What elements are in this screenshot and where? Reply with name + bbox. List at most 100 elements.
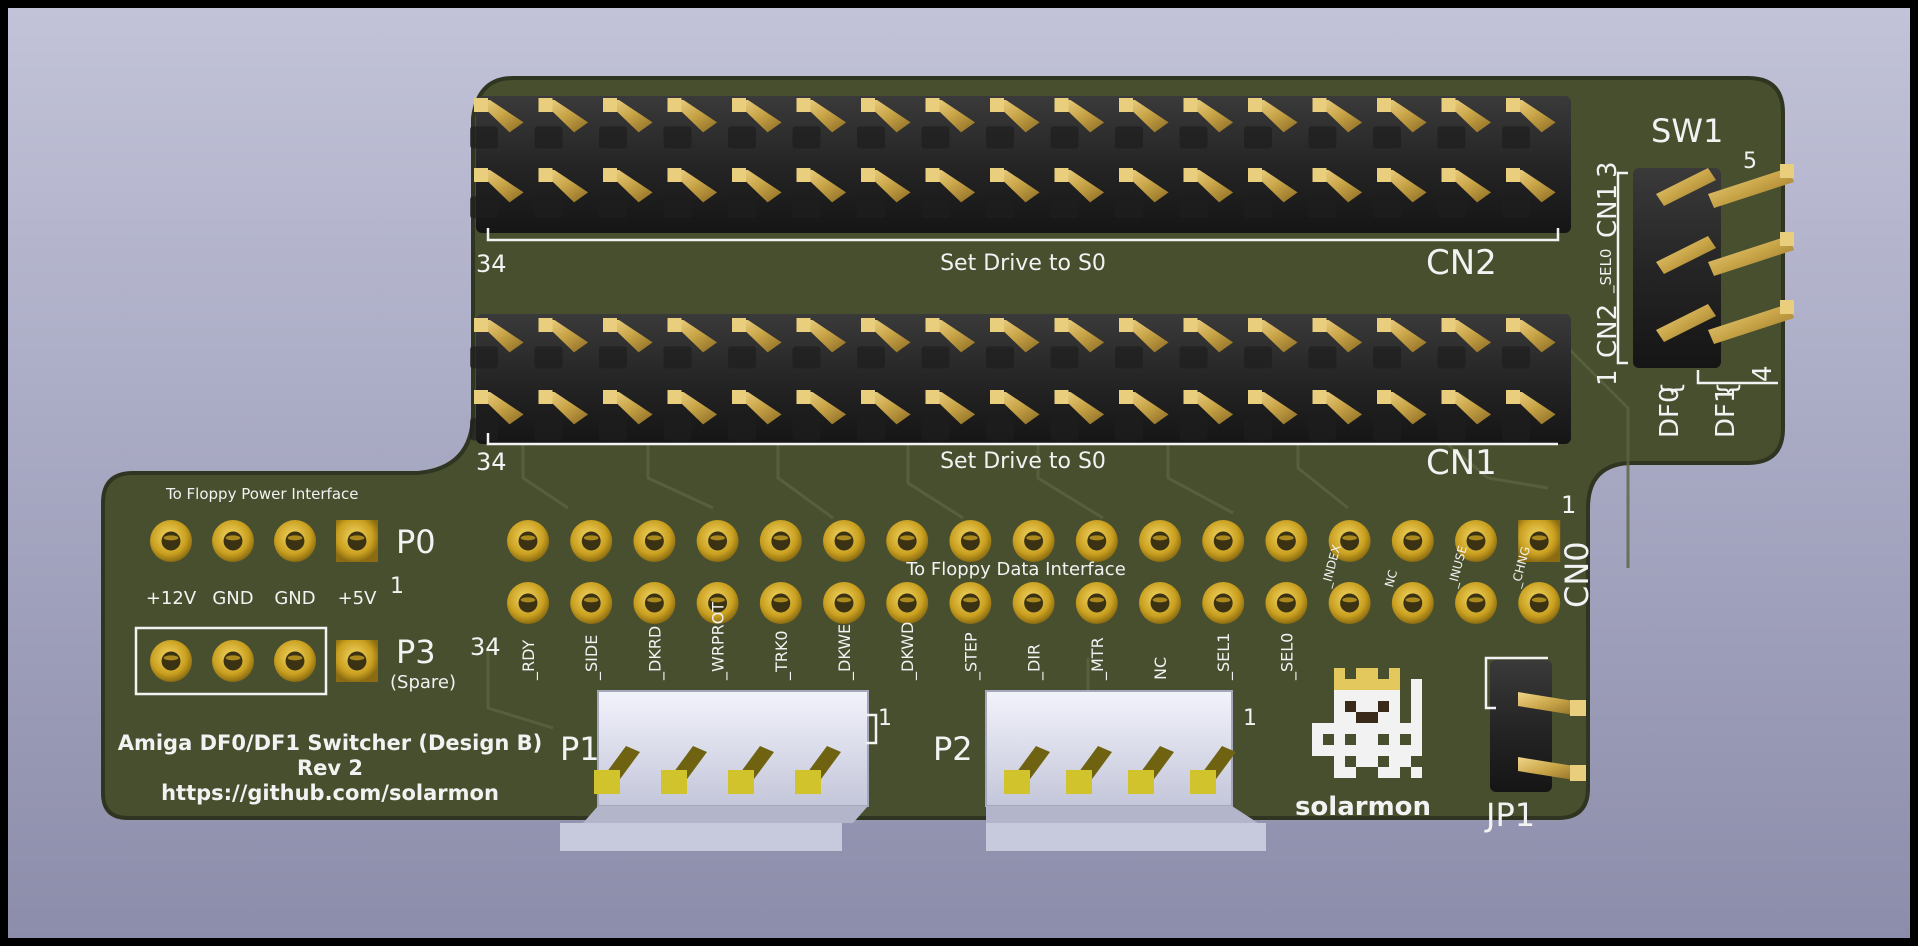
cn0-pad-bottom-3[interactable] <box>633 582 676 624</box>
pcb-3d-viewport[interactable]: 34 Set Drive to S0 CN2 34 Set Drive to S… <box>8 8 1910 938</box>
cn1-pin-bottom-12 <box>1179 390 1234 441</box>
cn2-pin-top-3-shadow <box>599 126 627 149</box>
cn0-pad-top-4[interactable] <box>696 520 739 562</box>
sw1-df1-label: DF1 <box>1711 386 1741 438</box>
cn2-pin-top-7-shadow <box>857 126 885 149</box>
p2-connector[interactable] <box>985 690 1266 851</box>
cn2-pin-header[interactable] <box>470 96 1571 242</box>
cn0-ref: CN0 <box>1558 541 1596 608</box>
cn0-pad-bottom-11[interactable] <box>1139 582 1181 624</box>
cn0-pad-bottom-13-hole <box>1276 593 1296 613</box>
logo-pixel-5-5 <box>1367 723 1378 734</box>
cn0-pad-bottom-6[interactable] <box>823 582 865 624</box>
cn2-pin-top-5-shadow <box>728 126 756 149</box>
cn0-pad-top-17[interactable] <box>1518 520 1561 562</box>
cn0-pad-top-8[interactable] <box>949 520 992 562</box>
cn1-pin-top-10 <box>1050 318 1105 369</box>
p0-pad-1[interactable] <box>150 520 192 562</box>
cn0-pads[interactable] <box>507 520 1561 624</box>
cn2-pin-top-2 <box>534 98 589 149</box>
p3-pad-4[interactable] <box>336 640 378 682</box>
cn0-pad-top-2[interactable] <box>570 520 613 562</box>
sw1-df0-brace: { <box>1657 381 1687 398</box>
cn0-pad-bottom-14[interactable] <box>1328 582 1371 624</box>
logo-pixel-2-7 <box>1389 690 1400 701</box>
cn1-pin-top-4-shadow <box>663 346 692 369</box>
cn0-pad-top-11[interactable] <box>1139 520 1181 562</box>
cn2-pin-bottom-4-shadow <box>663 196 692 219</box>
p3-pad-4-sheen <box>349 655 365 661</box>
cn1-pin-top-3-tip <box>603 318 617 332</box>
cn0-pad-bottom-13[interactable] <box>1265 582 1308 624</box>
cn0-pad-top-14[interactable] <box>1328 520 1371 562</box>
cn1-pin-top-5-tip <box>732 318 746 332</box>
p0-pad-2[interactable] <box>212 520 254 562</box>
logo-pixel-9-3 <box>1345 767 1356 778</box>
cn2-pin-bottom-4 <box>663 168 718 219</box>
cn1-pin-top-13 <box>1244 318 1298 369</box>
cn1-pin-top-15-tip <box>1377 318 1391 332</box>
p3-pad-4-hole <box>347 651 367 671</box>
cn0-pad-top-10[interactable] <box>1075 520 1118 562</box>
cn1-pin-header[interactable] <box>470 314 1571 446</box>
p3-pad-1[interactable] <box>150 640 192 682</box>
cn0-pad-top-15[interactable] <box>1391 520 1434 562</box>
cn0-pad-bottom-10[interactable] <box>1075 582 1118 624</box>
cn2-pin-top-9 <box>986 98 1040 149</box>
cn2-pin-top-8 <box>921 98 976 149</box>
cn1-pins <box>470 318 1556 441</box>
cn0-pad-bottom-17[interactable] <box>1518 582 1561 624</box>
p0-caption: To Floppy Power Interface <box>165 485 359 503</box>
p3-pads[interactable] <box>150 640 378 682</box>
cn1-pin-bottom-8-shadow <box>921 418 950 441</box>
cn0-pad-bottom-5[interactable] <box>759 582 802 624</box>
p0-label-0: +12V <box>146 588 197 609</box>
p0-pad-4[interactable] <box>336 520 378 562</box>
cn1-pin-bottom-17-tip <box>1506 390 1520 404</box>
p0-pad-3[interactable] <box>274 520 316 562</box>
cn0-pad-top-9-sheen <box>1026 535 1041 541</box>
cn0-pad-bottom-15[interactable] <box>1391 582 1434 624</box>
jp1-jumper-header[interactable] <box>1484 656 1586 792</box>
p3-pad-3[interactable] <box>274 640 316 682</box>
cn2-pin-bottom-7-tip <box>861 168 875 182</box>
cn0-pad-bottom-1[interactable] <box>507 582 549 624</box>
cn0-pad-top-3[interactable] <box>633 520 676 562</box>
p0-pads[interactable] <box>150 520 378 562</box>
cn0-pad-bottom-12[interactable] <box>1202 582 1245 624</box>
p3-pad-2[interactable] <box>212 640 254 682</box>
p2-pin1-label: 1 <box>1243 706 1257 731</box>
cn0-pad-bottom-7[interactable] <box>886 582 929 624</box>
cn0-pad-bottom-5-hole <box>771 593 791 613</box>
logo-pixel-4-5 <box>1367 712 1378 723</box>
cn0-pad-top-12[interactable] <box>1202 520 1245 562</box>
cn0-pad-top-5[interactable] <box>759 520 802 562</box>
cn2-pin-top-6-shadow <box>792 126 821 149</box>
cn0-pad-bottom-8[interactable] <box>949 582 992 624</box>
cn1-pin-bottom-5-tip <box>732 390 746 404</box>
cn2-pin-top-14-shadow <box>1308 126 1337 149</box>
cn0-pad-top-9[interactable] <box>1012 520 1055 562</box>
cn2-pin-bottom-6 <box>792 168 847 219</box>
cn0-pad-bottom-9[interactable] <box>1012 582 1055 624</box>
cn2-pin-top-13-tip <box>1248 98 1262 112</box>
cn0-pad-bottom-2[interactable] <box>570 582 613 624</box>
cn2-pin-top-3-tip <box>603 98 617 112</box>
cn0-pad-bottom-16[interactable] <box>1455 582 1497 624</box>
sw1-switch[interactable] <box>1616 164 1794 385</box>
cn0-pad-top-5-hole <box>771 531 791 551</box>
logo-pixel-9-7 <box>1389 767 1400 778</box>
cn0-pad-top-16[interactable] <box>1455 520 1497 562</box>
cn0-pad-top-13[interactable] <box>1265 520 1308 562</box>
cn0-pad-bottom-11-hole <box>1150 593 1170 613</box>
cn2-pin-bottom-17-shadow <box>1502 196 1530 219</box>
logo-pixel-3-9 <box>1411 701 1422 712</box>
cn0-pad-bottom-13-sheen <box>1279 597 1294 603</box>
cn0-pad-top-7[interactable] <box>886 520 929 562</box>
cn0-pad-top-6[interactable] <box>823 520 865 562</box>
cn0-pad-top-1[interactable] <box>507 520 549 562</box>
p1-connector[interactable] <box>560 690 878 851</box>
cn0-pad-top-4-sheen <box>710 535 725 541</box>
cn0-pad-bottom-4[interactable] <box>696 582 739 624</box>
cn2-pin-top-15-tip <box>1377 98 1391 112</box>
